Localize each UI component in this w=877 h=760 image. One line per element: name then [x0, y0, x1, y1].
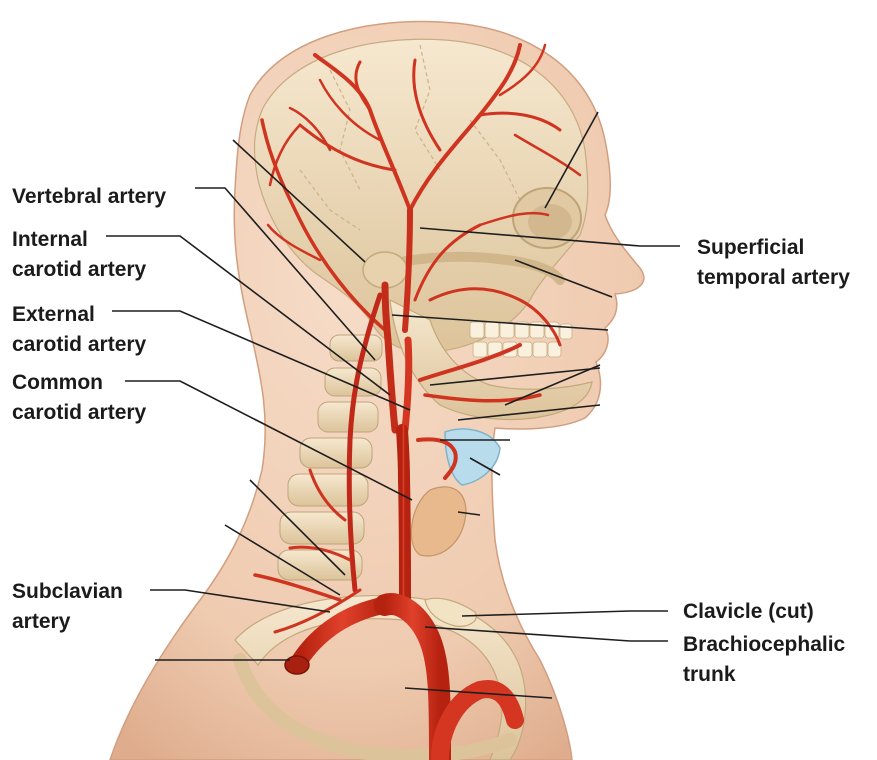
leader-clavicle [462, 611, 668, 616]
leader-vertebral [195, 188, 375, 360]
label-line: carotid artery [12, 255, 146, 285]
label-line: trunk [683, 660, 845, 690]
leader-superficial-temporal [420, 228, 680, 246]
label-common-carotid-artery: Common carotid artery [12, 368, 146, 428]
label-line: Brachiocephalic [683, 630, 845, 660]
label-superficial-temporal-artery: Superficial temporal artery [697, 233, 850, 293]
label-line: carotid artery [12, 398, 146, 428]
label-line: carotid artery [12, 330, 146, 360]
label-external-carotid-artery: External carotid artery [12, 300, 146, 360]
label-line: temporal artery [697, 263, 850, 293]
label-brachiocephalic-trunk: Brachiocephalic trunk [683, 630, 845, 690]
label-line: Common [12, 368, 146, 398]
label-line: Subclavian [12, 577, 123, 607]
leader-external-carotid [112, 311, 410, 410]
label-line: External [12, 300, 146, 330]
label-vertebral-artery: Vertebral artery [12, 182, 166, 212]
label-internal-carotid-artery: Internal carotid artery [12, 225, 146, 285]
label-line: artery [12, 607, 123, 637]
label-line: Vertebral artery [12, 182, 166, 212]
leader-brachiocephalic [425, 627, 668, 641]
label-line: Clavicle (cut) [683, 597, 814, 627]
leader-internal-carotid [106, 236, 390, 395]
label-line: Internal [12, 225, 146, 255]
label-line: Superficial [697, 233, 850, 263]
label-clavicle-cut: Clavicle (cut) [683, 597, 814, 627]
label-subclavian-artery: Subclavian artery [12, 577, 123, 637]
leader-subclavian [150, 590, 330, 612]
leader-common-carotid [125, 381, 412, 500]
